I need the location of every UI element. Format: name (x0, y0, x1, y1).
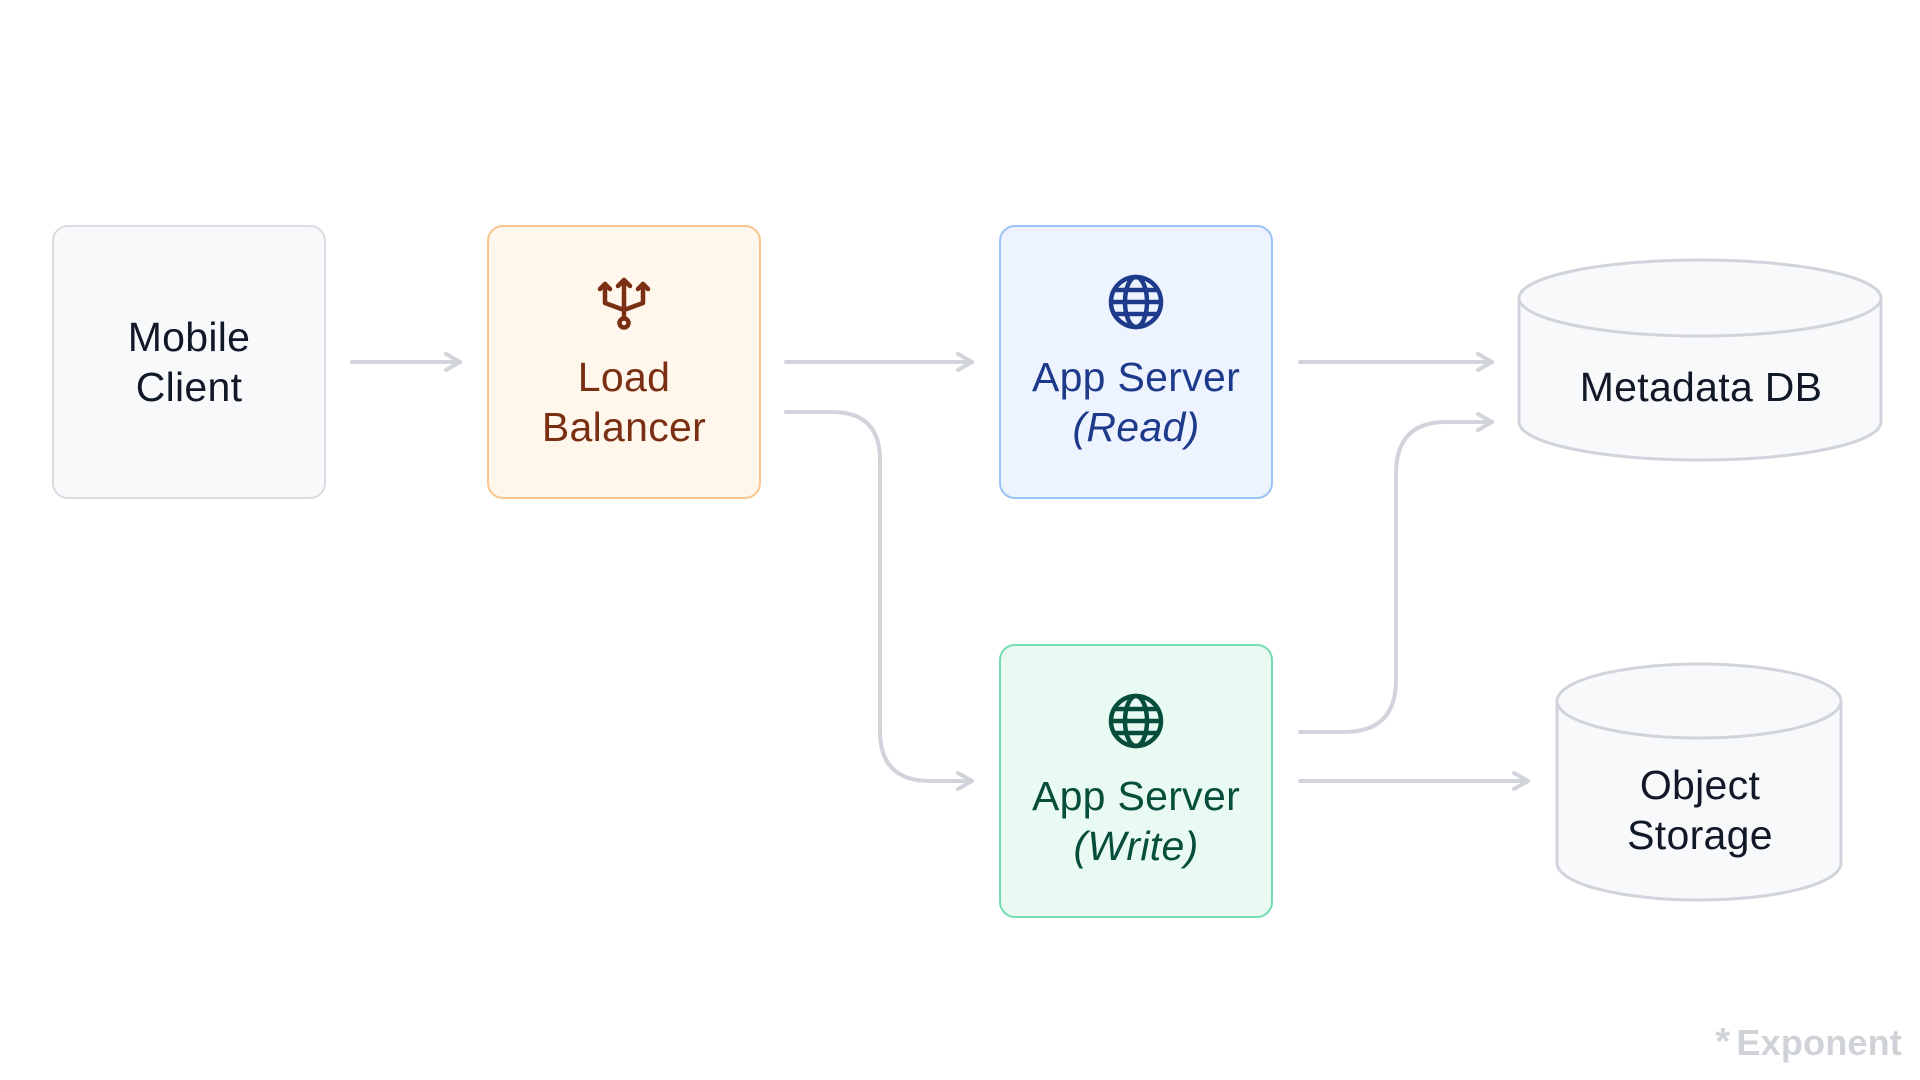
mobile-client-label-line2: Client (135, 364, 243, 410)
exponent-watermark: * Exponent (1715, 1021, 1902, 1064)
brand-name: Exponent (1736, 1021, 1902, 1063)
app-server-write-node[interactable]: App Server (Write) (999, 644, 1273, 918)
load-balancer-label-line2: Balancer (541, 404, 707, 450)
mobile-client-label-line1: Mobile (127, 314, 251, 360)
metadata-db-cylinder (1517, 258, 1883, 462)
app-server-write-title: App Server (1031, 773, 1241, 819)
app-server-read-node[interactable]: App Server (Read) (999, 225, 1273, 499)
load-balancer-node[interactable]: Load Balancer (487, 225, 761, 499)
object-storage-label-line2: Storage (1627, 812, 1773, 858)
load-balancer-icon (597, 277, 651, 330)
globe-icon (1108, 274, 1164, 330)
load-balancer-label-line1: Load (577, 354, 671, 400)
object-storage-label-line1: Object (1639, 762, 1761, 808)
mobile-client-node[interactable]: Mobile Client (52, 225, 326, 499)
object-storage-label: Object Storage (1558, 760, 1842, 860)
asterisk-icon: * (1715, 1021, 1731, 1063)
edge-lb-to-write (784, 410, 974, 791)
edge-write-to-metadata (1298, 412, 1494, 734)
app-server-read-subtitle: (Read) (1072, 404, 1200, 450)
metadata-db-label: Metadata DB (1579, 364, 1823, 410)
object-storage-cylinder (1555, 662, 1843, 902)
app-server-read-title: App Server (1031, 354, 1241, 400)
app-server-write-subtitle: (Write) (1073, 823, 1199, 869)
globe-icon (1108, 693, 1164, 749)
